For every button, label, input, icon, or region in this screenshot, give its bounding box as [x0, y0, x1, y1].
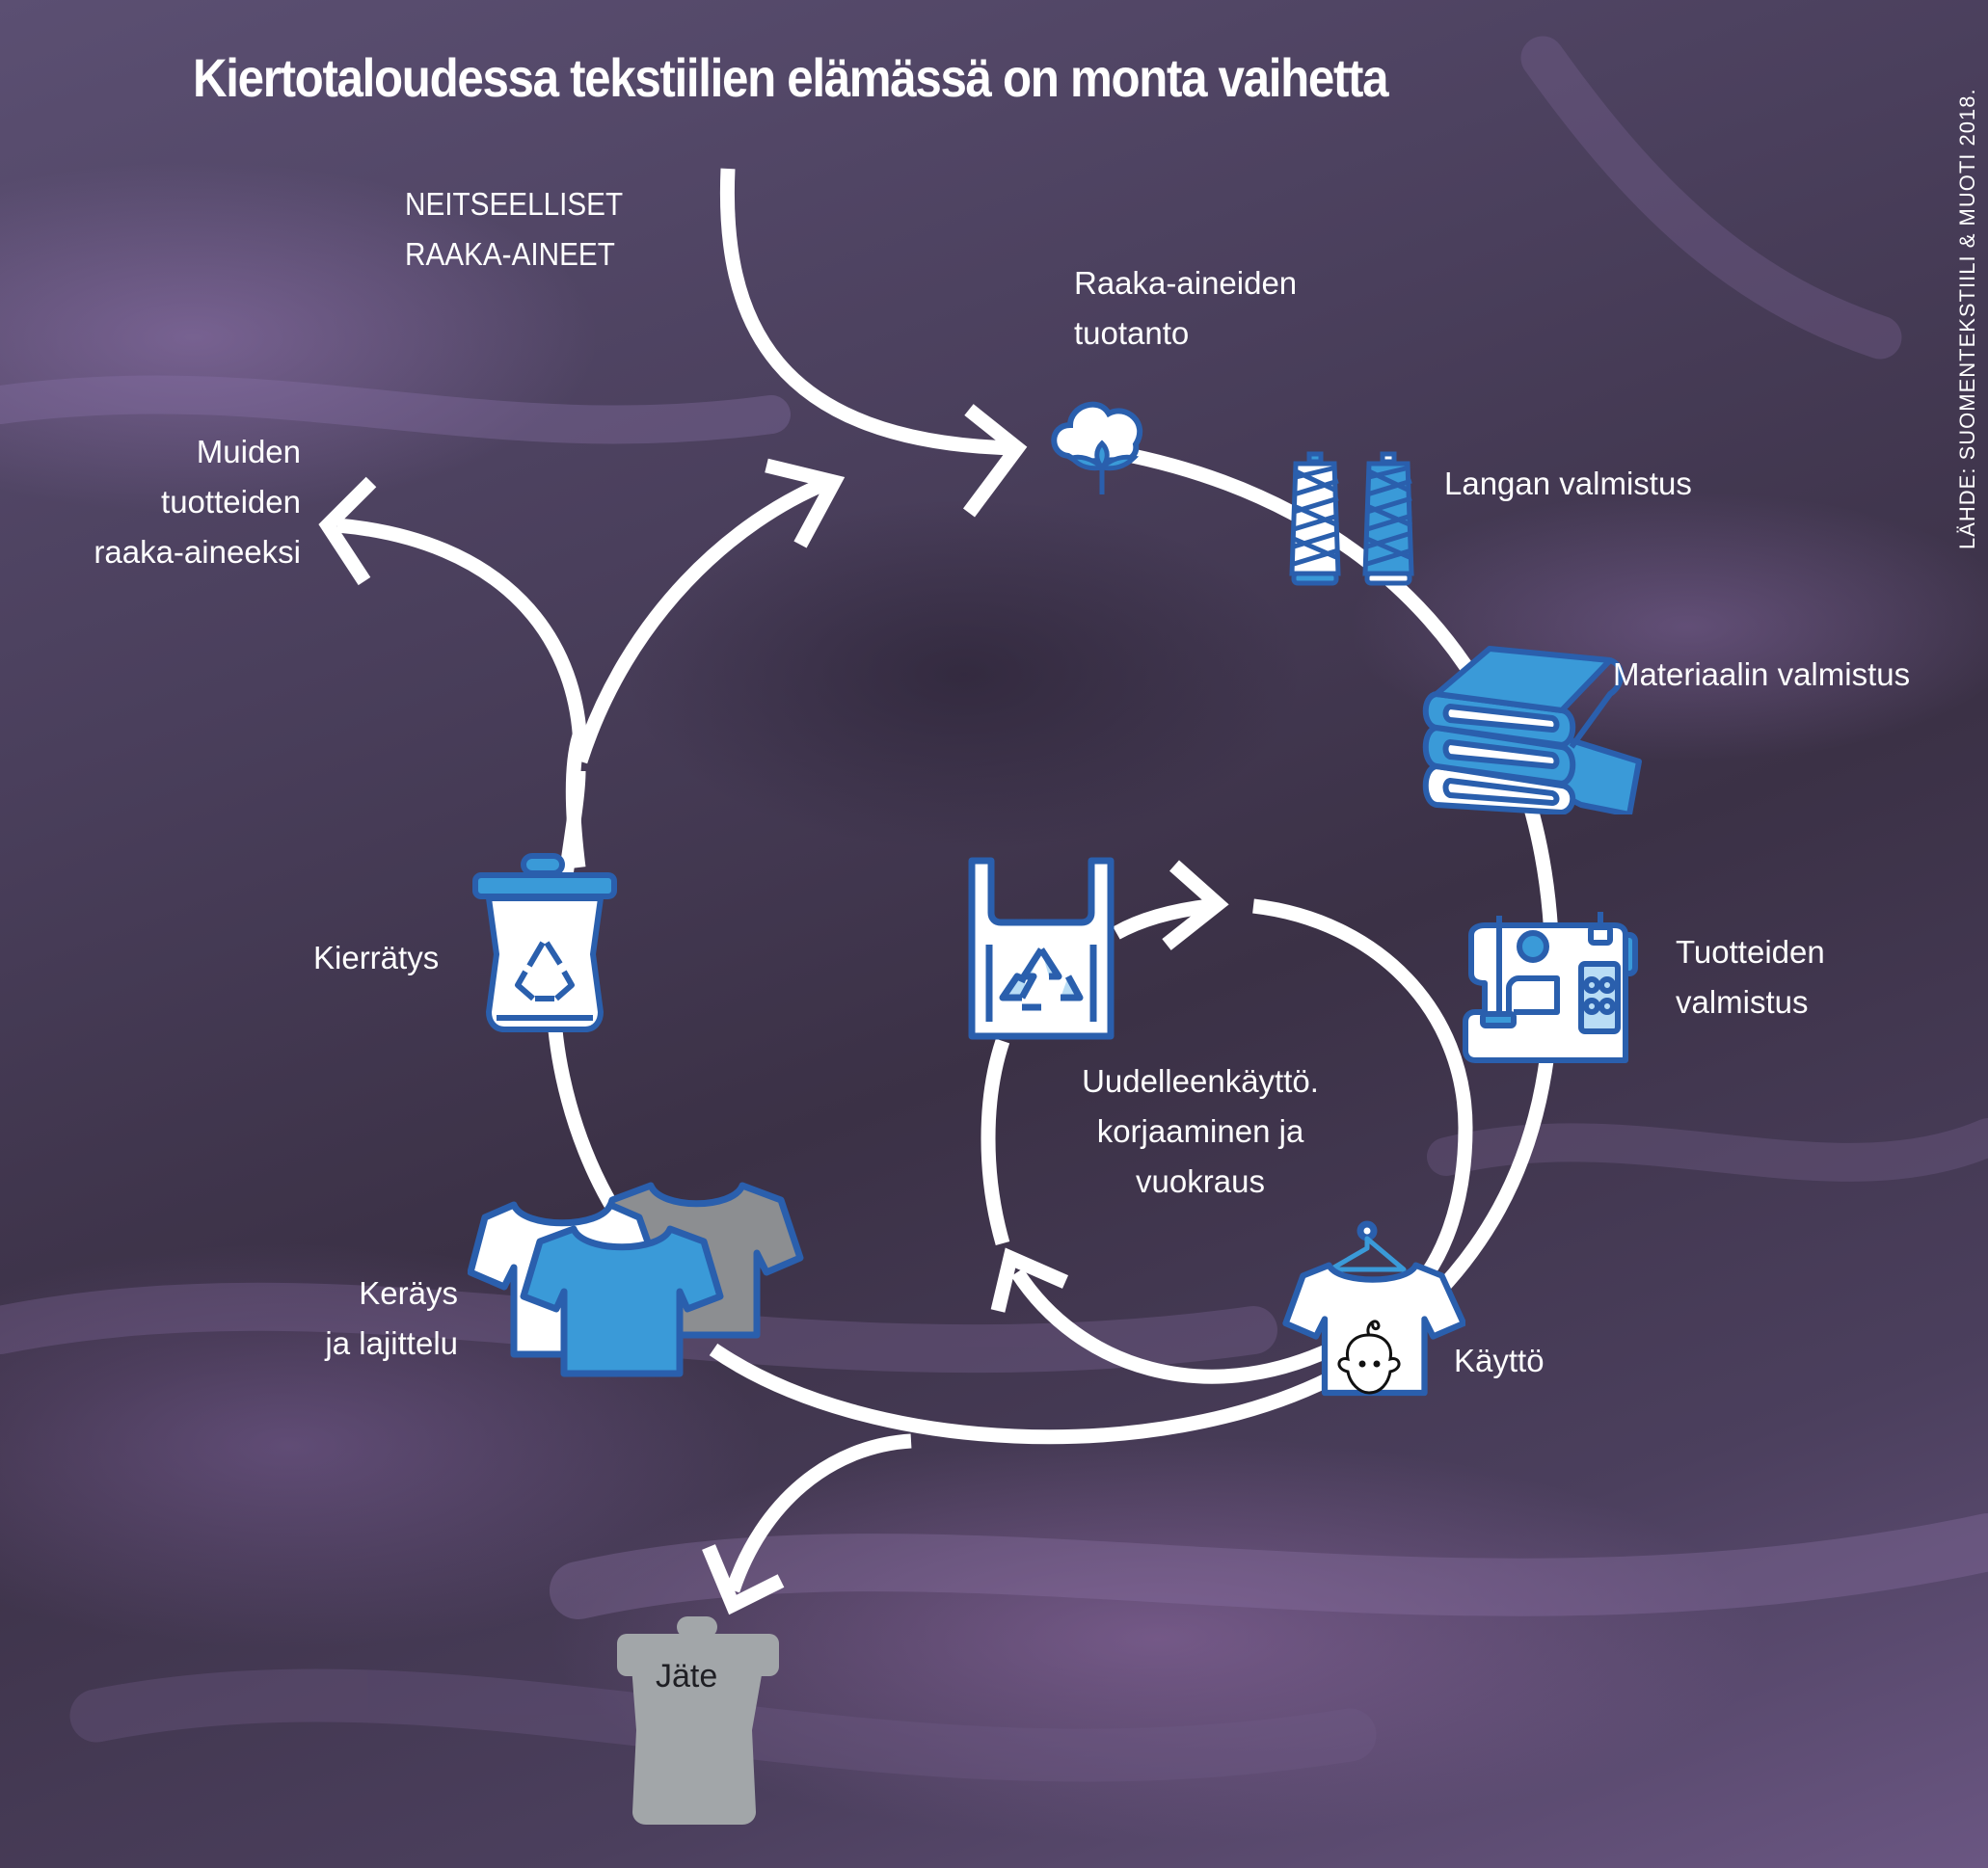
virgin-raw-materials-label: NEITSEELLISET RAAKA-AINEET [405, 186, 624, 272]
waste-branch [725, 1433, 912, 1593]
recycling-label: Kierrätys [313, 940, 440, 975]
reuse-arrowhead-bottom [990, 1247, 1069, 1313]
back-to-start-arrowhead [765, 458, 846, 548]
raw-material-production-label: Raaka-aineiden tuotanto [1074, 265, 1298, 351]
other-products-raw-material-label: Muiden tuotteiden raaka-aineeksi [94, 434, 301, 570]
tshirts-icon [468, 1182, 804, 1377]
trash-bin-icon [617, 1616, 779, 1825]
reuse-loop-bottom [1010, 1268, 1334, 1384]
recycle-bin-icon [472, 853, 617, 1032]
sewing-machine-icon [1463, 912, 1638, 1063]
reuse-label: Uudelleenkäyttö. korjaaminen ja vuokraus [1082, 1063, 1319, 1199]
fabric-stack-icon [1422, 646, 1642, 814]
virgin-arrowhead [962, 404, 1028, 518]
waste-label: Jäte [656, 1658, 718, 1695]
reuse-loop-top [1113, 898, 1211, 940]
yarn-manufacturing-label: Langan valmistus [1444, 466, 1692, 501]
tshirt-hanger-icon [1282, 1220, 1465, 1397]
collection-sorting-label: Keräys ja lajittelu [325, 1275, 458, 1361]
page-title: Kiertotaloudessa tekstiilien elämässä on… [193, 47, 1389, 108]
use-label: Käyttö [1454, 1343, 1545, 1378]
virgin-raw-materials-arrow [719, 168, 1018, 456]
product-manufacturing-label: Tuotteiden valmistus [1676, 934, 1825, 1020]
cotton-boll-icon [1051, 401, 1143, 494]
other-products-branch [336, 518, 588, 762]
reuse-loop-left [981, 1038, 1010, 1246]
waste-arrowhead [702, 1544, 785, 1615]
material-manufacturing-label: Materiaalin valmistus [1613, 656, 1911, 692]
back-to-start-branch [573, 475, 832, 764]
recycle-bag-icon [968, 857, 1115, 1040]
use-to-collection-arc [709, 1343, 1334, 1445]
thread-spools-icon [1289, 451, 1414, 586]
reuse-loop-right [1252, 898, 1473, 1307]
other-products-arrowhead [318, 476, 377, 586]
reuse-arrowhead-top [1162, 860, 1229, 950]
